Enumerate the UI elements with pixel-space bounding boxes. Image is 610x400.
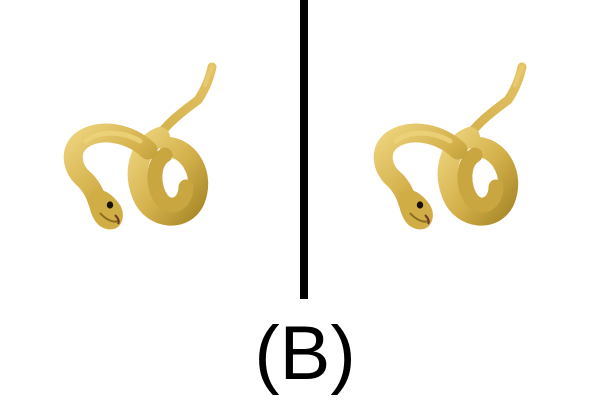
- right-panel: [310, 0, 610, 300]
- snake-image-right: [370, 55, 530, 245]
- snake-image-left: [60, 55, 220, 245]
- panel-divider: [300, 0, 308, 299]
- left-panel: [0, 0, 300, 300]
- option-caption: (B): [254, 311, 356, 396]
